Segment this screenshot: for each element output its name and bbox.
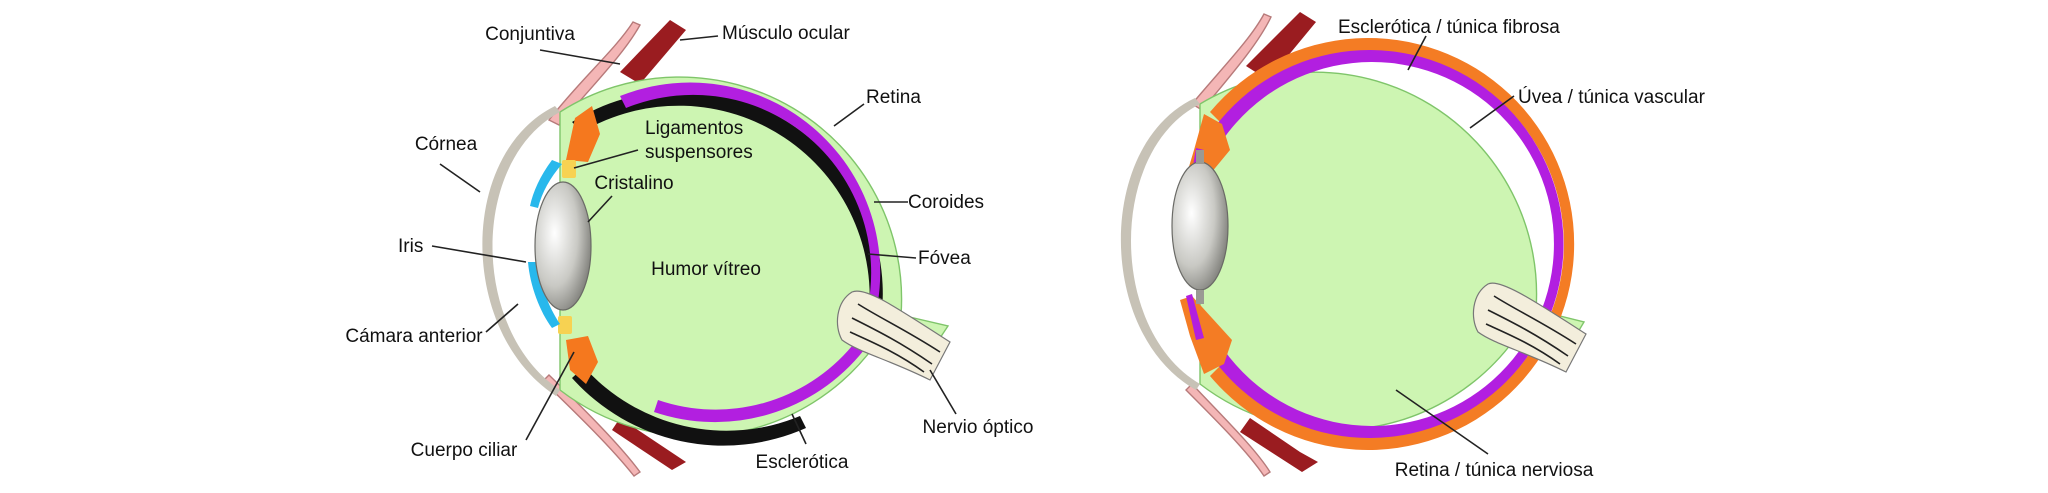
label-vascular: Úvea / túnica vascular <box>1518 86 1706 108</box>
right-eye-diagram: Esclerótica / túnica fibrosa Úvea / túni… <box>1120 12 1706 481</box>
label-nervous: Retina / túnica nerviosa <box>1395 460 1594 481</box>
label-conjunctiva: Conjuntiva <box>485 24 575 45</box>
leader-cornea <box>439 163 481 193</box>
label-ligaments-line2: suspensores <box>645 142 753 163</box>
right-muscle-upper <box>1246 12 1316 80</box>
left-ligament-lower <box>558 316 572 334</box>
left-sclera <box>559 76 950 437</box>
label-ligaments-line1: Ligamentos <box>645 118 743 139</box>
left-ciliary-body-upper <box>566 106 600 162</box>
leader-optic-nerve <box>929 369 957 415</box>
left-cornea <box>482 106 560 396</box>
label-muscle: Músculo ocular <box>722 23 850 44</box>
leader-sclera <box>791 413 807 445</box>
left-muscle-upper <box>620 20 686 84</box>
leader-nervous <box>1395 389 1489 455</box>
label-sclera: Esclerótica <box>756 452 849 473</box>
leader-ciliary-body <box>525 351 575 441</box>
right-conjunctiva-lower <box>1185 382 1271 477</box>
right-conjunctiva-upper <box>1190 13 1272 111</box>
left-lens <box>534 181 592 311</box>
label-fovea: Fóvea <box>918 248 971 269</box>
right-lens <box>1171 161 1229 291</box>
right-lens-stalk-lower <box>1196 290 1204 304</box>
label-fibrous: Esclerótica / túnica fibrosa <box>1338 17 1560 38</box>
label-cornea: Córnea <box>415 134 478 155</box>
left-choroid <box>572 91 883 322</box>
right-uvea <box>1210 37 1575 450</box>
label-iris: Iris <box>398 236 423 257</box>
leader-lens <box>587 195 613 223</box>
leader-iris <box>431 245 527 263</box>
right-lens-stalk-upper <box>1196 150 1204 164</box>
left-retina-lower <box>654 346 864 423</box>
label-vitreous: Humor vítreo <box>651 259 761 280</box>
left-iris-lower <box>528 262 560 328</box>
leader-fibrous <box>1407 35 1427 71</box>
left-choroid-lower <box>572 367 806 446</box>
leader-retina <box>833 103 865 127</box>
label-ciliary-body: Cuerpo ciliar <box>411 440 518 461</box>
label-lens: Cristalino <box>594 173 673 194</box>
leader-muscle <box>679 35 719 41</box>
leader-vascular <box>1469 95 1515 129</box>
leader-fovea <box>867 253 917 259</box>
leader-conjunctiva <box>539 49 621 65</box>
left-eye-diagram: Conjuntiva Músculo ocular Retina Ligamen… <box>345 20 1034 477</box>
left-conjunctiva-lower <box>542 374 642 477</box>
leader-ligaments <box>573 149 639 169</box>
leader-anterior-chamber <box>485 303 519 333</box>
left-conjunctiva-upper <box>547 21 641 126</box>
left-muscle-lower <box>612 418 686 470</box>
right-retina-front-lower <box>1186 294 1204 340</box>
left-ligament-upper <box>562 160 576 178</box>
left-iris-upper <box>530 160 562 208</box>
left-ciliary-body-lower <box>566 336 598 384</box>
label-retina: Retina <box>866 87 921 108</box>
right-cornea <box>1120 98 1200 390</box>
label-optic-nerve: Nervio óptico <box>923 417 1034 438</box>
label-anterior-chamber: Cámara anterior <box>345 326 483 347</box>
label-choroid: Coroides <box>908 192 984 213</box>
right-muscle-lower <box>1240 418 1318 472</box>
